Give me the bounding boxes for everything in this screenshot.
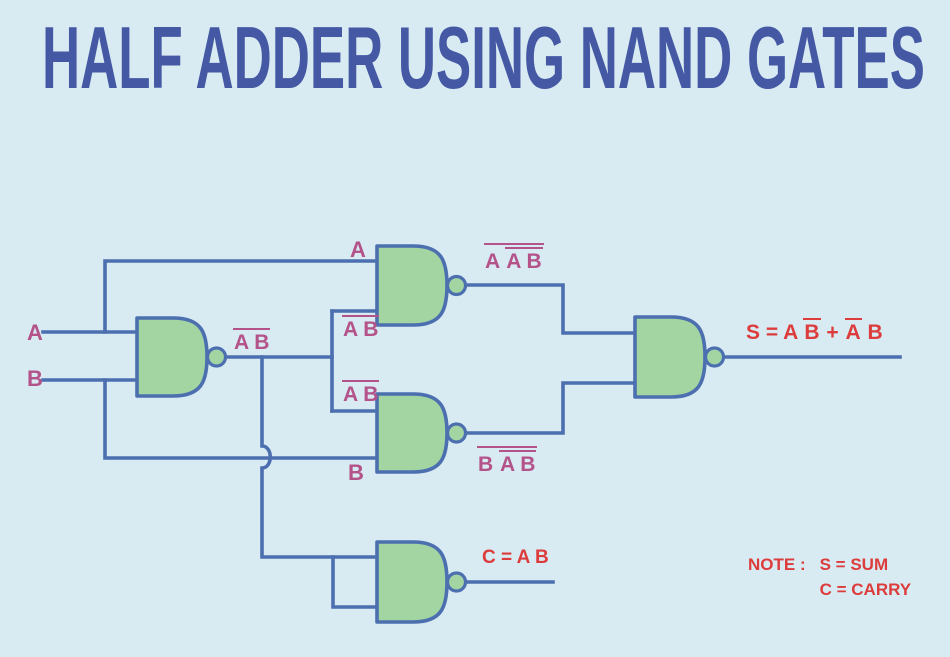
- nand-gate-2-top-body: [375, 244, 449, 327]
- nand-gate-3-middle-body: [375, 392, 449, 474]
- overline: A B: [499, 450, 537, 476]
- sum-equation-label: S = A B + A B: [746, 318, 883, 344]
- note-sum-definition: S = SUM: [819, 555, 889, 574]
- a-branch-wire: [103, 259, 379, 334]
- nand-gate-3-middle-bubble-icon: [445, 422, 468, 444]
- carry-equation-label: C = A B: [482, 547, 549, 568]
- gate2-output-label: A A B: [484, 243, 544, 273]
- nand-gate-5-carry-bubble-icon: [445, 571, 468, 593]
- b-branch-wire: [103, 378, 379, 460]
- carry-branch-wire: [260, 355, 379, 559]
- overline: A B: [342, 315, 380, 341]
- gate2-to-gate4-wire: [463, 283, 637, 335]
- nand-gate-4-sum-bubble-icon: [703, 346, 726, 368]
- nand-gate-4-sum-body: [633, 315, 707, 399]
- overline: B A B: [477, 446, 538, 476]
- input-b-label: B: [27, 366, 43, 391]
- nand-gate-2-top: [375, 244, 468, 327]
- nand-gate-1-inputs-body: [135, 316, 209, 398]
- gate3-output-label: B A B: [477, 446, 538, 476]
- gate3-input-nab-label: A B: [342, 380, 380, 406]
- nand-gate-4-sum: [633, 315, 726, 399]
- gate5-loop-wire: [331, 555, 379, 609]
- gate2-input-nab-label: A B: [342, 315, 380, 341]
- diagram-title: HALF ADDER USING NAND GATES: [42, 8, 925, 107]
- overline: A A B: [484, 243, 544, 273]
- nand-gate-1-inputs-bubble-icon: [205, 346, 228, 368]
- gate3-input-b-label: B: [348, 460, 364, 485]
- note-values: S = SUM C = CARRY: [820, 556, 911, 598]
- overline: A B: [505, 247, 543, 273]
- overline: A: [844, 318, 862, 344]
- input-a-label: A: [27, 320, 43, 345]
- nand-gate-5-carry-body: [375, 540, 449, 624]
- nand-gate-2-top-bubble-icon: [445, 274, 468, 297]
- nand-gate-5-carry: [375, 540, 468, 624]
- note-block: NOTE : S = SUM C = CARRY: [748, 556, 911, 598]
- overline: B: [803, 318, 821, 344]
- note-carry-definition: C = CARRY: [819, 580, 912, 599]
- gate3-to-gate4-wire: [463, 381, 637, 435]
- nand-gate-1-inputs: [135, 316, 228, 398]
- gate1-output-label: A B: [233, 328, 271, 354]
- note-prefix: NOTE :: [748, 555, 806, 574]
- overline: A B: [233, 328, 271, 354]
- overline: A B: [342, 380, 380, 406]
- nand-gate-3-middle: [375, 392, 468, 474]
- gate2-input-a-label: A: [350, 237, 366, 262]
